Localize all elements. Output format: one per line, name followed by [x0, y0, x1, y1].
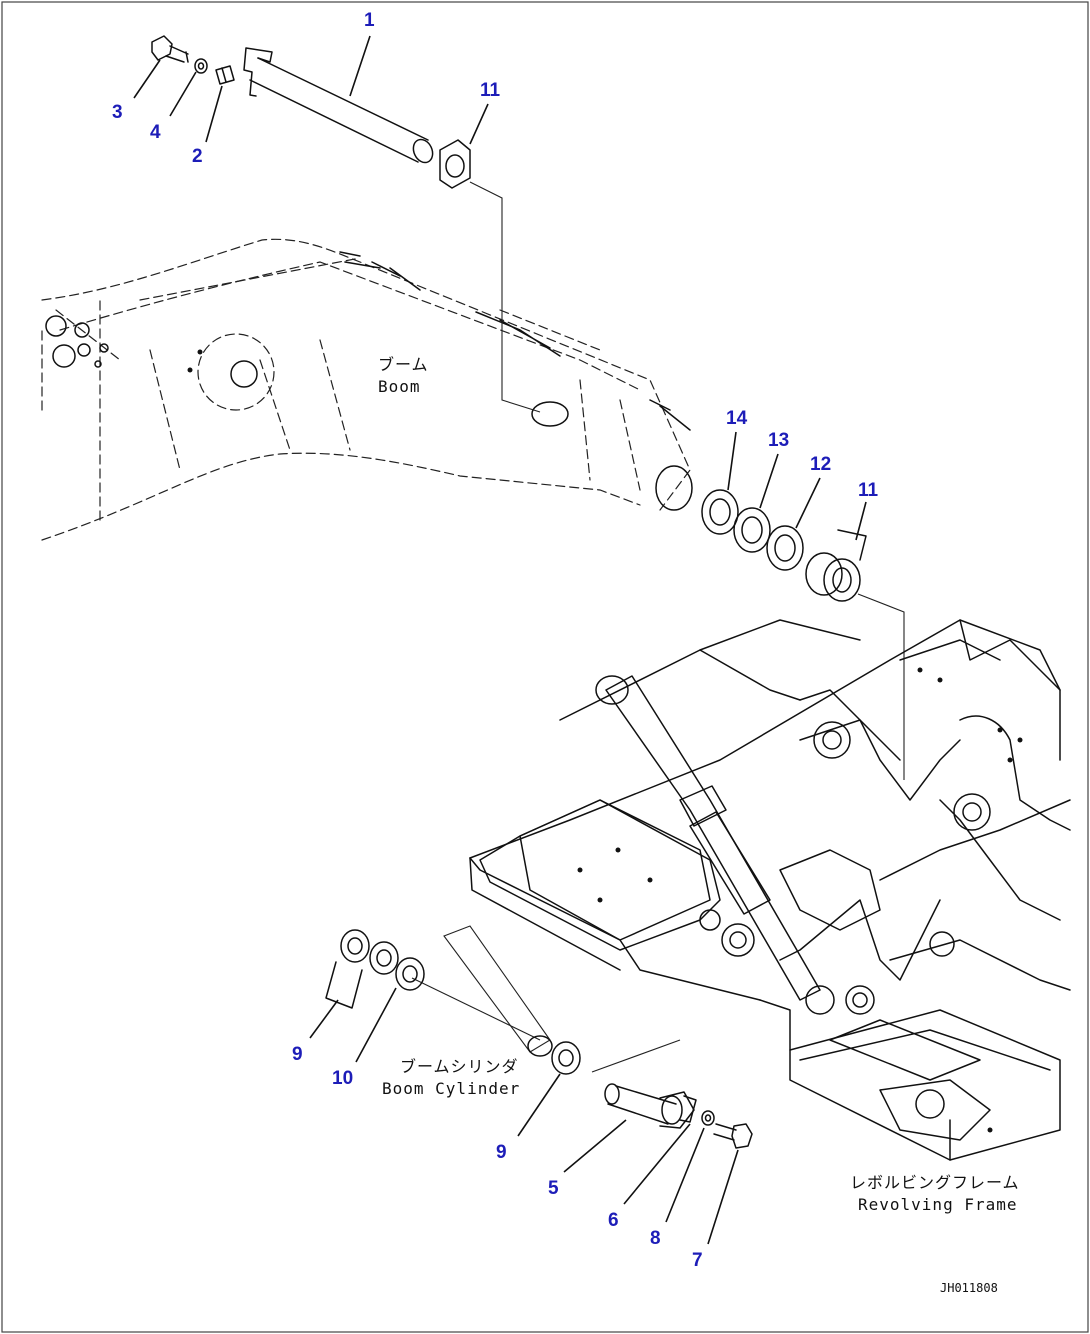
washer-part-9-left-2[interactable] — [369, 941, 399, 975]
boom-cylinder-drawing — [595, 675, 835, 1015]
boom-label-jp: ブーム — [378, 355, 429, 374]
alignment-line-frame — [857, 593, 905, 780]
callout-12: 12 — [810, 454, 831, 475]
pin-part-5[interactable] — [604, 1083, 695, 1129]
callout-10: 10 — [332, 1068, 353, 1089]
washer-part-10[interactable] — [395, 957, 425, 991]
bolt-part-7[interactable] — [713, 1123, 753, 1149]
plate-part-11-top[interactable] — [439, 139, 471, 189]
callout-1: 1 — [364, 10, 375, 31]
alignment-line-cylinder — [411, 977, 541, 1041]
washer-part-4[interactable] — [194, 58, 208, 74]
callout-13: 13 — [768, 430, 789, 451]
alignment-line-upper — [469, 181, 541, 413]
washer-part-9-right[interactable] — [551, 1041, 581, 1075]
callout-2: 2 — [192, 146, 203, 167]
callout-6: 6 — [608, 1210, 619, 1231]
callout-5: 5 — [548, 1178, 559, 1199]
revolving-frame-drawing — [469, 619, 1071, 1161]
callout-7: 7 — [692, 1250, 703, 1271]
pin-part-1[interactable] — [243, 47, 436, 166]
drawing-code: JH011808 — [940, 1281, 998, 1295]
callout-14: 14 — [726, 408, 748, 429]
revolving-frame-label-en: Revolving Frame — [858, 1195, 1018, 1214]
callout-leaders — [133, 35, 867, 1245]
plug-part-2[interactable] — [215, 65, 235, 85]
callout-11-lower: 11 — [858, 480, 879, 501]
callout-3: 3 — [112, 102, 123, 123]
plate-part-6[interactable] — [679, 1095, 697, 1123]
washer-part-13[interactable] — [733, 507, 771, 553]
washer-part-9-left[interactable] — [325, 929, 370, 1009]
alignment-line-pin5 — [591, 1039, 681, 1073]
boom-outline — [41, 238, 693, 541]
cylinder-rod-dashed — [443, 925, 553, 1057]
callout-9-right: 9 — [496, 1142, 507, 1163]
bolt-part-3[interactable] — [151, 35, 189, 63]
callout-11-top: 11 — [480, 80, 501, 101]
callout-9-left: 9 — [292, 1044, 303, 1065]
revolving-frame-label-jp: レボルビングフレーム — [850, 1173, 1020, 1192]
boom-label-en: Boom — [378, 377, 421, 396]
callout-8: 8 — [650, 1228, 661, 1249]
plate-part-11-lower[interactable] — [805, 529, 867, 602]
callout-4: 4 — [150, 122, 161, 143]
boom-cylinder-label-jp: ブームシリンダ — [400, 1057, 519, 1076]
boom-cylinder-label-en: Boom Cylinder — [382, 1079, 520, 1098]
washer-part-12[interactable] — [766, 525, 804, 571]
washer-part-8[interactable] — [701, 1110, 715, 1126]
washer-part-14[interactable] — [701, 489, 739, 535]
